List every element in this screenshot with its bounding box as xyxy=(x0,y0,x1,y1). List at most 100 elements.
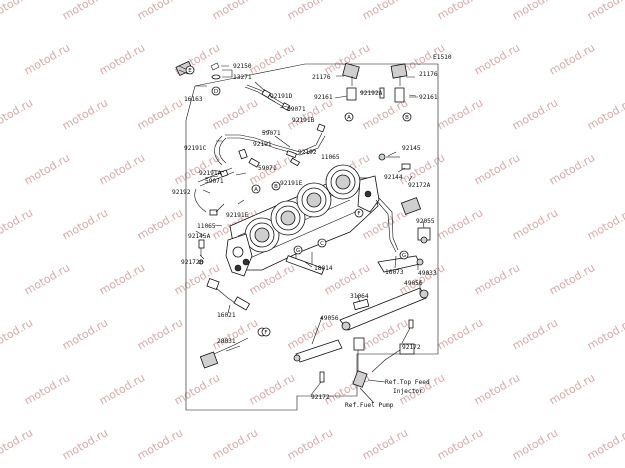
label-28031: 28031 xyxy=(217,338,236,345)
watermark-text: motod.ru xyxy=(585,0,625,23)
watermark-text: motod.ru xyxy=(135,316,185,352)
watermark-text: motod.ru xyxy=(510,316,560,352)
watermark-text: motod.ru xyxy=(172,371,222,407)
callout-letters: D A B A B F G C F G E xyxy=(185,65,412,337)
watermark-text: motod.ru xyxy=(585,206,625,242)
label-92161-b: 92161 xyxy=(419,94,438,101)
assembly-frame xyxy=(185,63,439,411)
screw-92172b xyxy=(198,239,205,249)
watermark-text: motod.ru xyxy=(210,316,260,352)
label-21176-a: 21176 xyxy=(312,74,331,81)
watermark-text: motod.ru xyxy=(247,41,297,77)
callout-f-mid: F xyxy=(357,211,360,217)
ref-top-feed: Ref.Top Feed xyxy=(385,379,430,386)
label-92191d: 92191D xyxy=(270,93,293,100)
label-59071-c: 59071 xyxy=(258,165,277,172)
label-21176-b: 21176 xyxy=(419,71,438,78)
watermark-text: motod.ru xyxy=(60,426,110,462)
watermark-text: motod.ru xyxy=(97,151,147,187)
sensor-21176-a xyxy=(342,62,360,101)
callout-e-top: E xyxy=(188,68,192,74)
clamp-92191d xyxy=(261,89,272,99)
watermark-text: motod.ru xyxy=(135,96,185,132)
throttle-bore-2 xyxy=(270,200,306,236)
label-16163: 16163 xyxy=(184,96,203,103)
label-92191a: 92191A xyxy=(199,170,222,177)
diagram-code: E1510 xyxy=(433,54,452,61)
bolt-92192a xyxy=(379,87,385,99)
callout-d-top: D xyxy=(214,89,218,95)
watermark-text: motod.ru xyxy=(135,206,185,242)
watermark-text: motod.ru xyxy=(210,0,260,23)
watermark-text: motod.ru xyxy=(472,371,522,407)
sensor-21176-b xyxy=(390,63,408,103)
sensor-16021 xyxy=(206,278,251,311)
injector-31064 xyxy=(352,298,370,311)
label-92145a: 92145A xyxy=(188,233,211,240)
watermark-text: motod.ru xyxy=(547,41,597,77)
watermark-text: motod.ru xyxy=(0,96,35,132)
watermark-text: motod.ru xyxy=(360,0,410,23)
watermark-text: motod.ru xyxy=(0,0,35,23)
watermark-text: motod.ru xyxy=(97,261,147,297)
label-92172-a: 92172 xyxy=(402,344,421,351)
watermark-text: motod.ru xyxy=(435,426,485,462)
label-92191e-b: 92191E xyxy=(226,212,249,219)
watermark-text: motod.ru xyxy=(60,0,110,23)
watermark-text: motod.ru xyxy=(0,206,35,242)
callout-b-top: B xyxy=(405,115,409,121)
hose-59071-c xyxy=(214,135,223,166)
watermark-text: motod.ru xyxy=(135,426,185,462)
label-92055: 92055 xyxy=(416,218,435,225)
watermark-text: motod.ru xyxy=(585,316,625,352)
watermark-text: motod.ru xyxy=(285,426,335,462)
rail-18014 xyxy=(285,248,325,275)
watermark-text: motod.ru xyxy=(172,261,222,297)
watermark-text: motod.ru xyxy=(547,151,597,187)
part-13271 xyxy=(211,74,221,80)
callout-b-mid: B xyxy=(274,184,278,190)
bolt-92145 xyxy=(378,153,400,161)
watermark-text: motod.ru xyxy=(22,371,72,407)
label-11065-a: 11065 xyxy=(321,154,340,161)
label-49056-b: 49056 xyxy=(320,315,339,322)
label-92144: 92144 xyxy=(384,174,403,181)
callout-g-right: G xyxy=(402,253,406,259)
watermark-text: motod.ru xyxy=(360,426,410,462)
label-92192a: 92192A xyxy=(360,90,383,97)
label-92172-b: 92172 xyxy=(311,394,330,401)
label-59071-d: 59071 xyxy=(205,178,224,185)
ref-injector: Injector xyxy=(393,388,423,395)
throttle-bore-3 xyxy=(296,182,332,218)
label-49056-a: 49056 xyxy=(404,280,423,287)
watermark-text: motod.ru xyxy=(472,151,522,187)
callout-a-mid: A xyxy=(254,187,258,193)
watermark-text: motod.ru xyxy=(547,261,597,297)
watermark-text: motod.ru xyxy=(510,0,560,23)
watermark-text: motod.ru xyxy=(510,206,560,242)
watermark-text: motod.ru xyxy=(435,206,485,242)
watermark-text: motod.ru xyxy=(547,371,597,407)
watermark-text: motod.ru xyxy=(135,0,185,23)
watermark-text: motod.ru xyxy=(22,261,72,297)
watermark-text: motod.ru xyxy=(472,41,522,77)
watermark-text: motod.ru xyxy=(585,426,625,462)
watermark-text: motod.ru xyxy=(0,426,35,462)
label-92145: 92145 xyxy=(402,145,421,152)
throttle-bore-4 xyxy=(325,164,361,200)
label-92192-b: 92192 xyxy=(172,189,191,196)
watermark-text: motod.ru xyxy=(510,426,560,462)
watermark-text: motod.ru xyxy=(60,96,110,132)
label-92191: 92191 xyxy=(253,141,272,148)
sensor-92055 xyxy=(417,227,431,244)
watermark-text: motod.ru xyxy=(22,41,72,77)
part-number-labels: 92150 13271 16163 92191D 59071 92191B 59… xyxy=(172,63,438,401)
injector-lower xyxy=(352,337,415,388)
callout-c-mid: C xyxy=(320,241,324,247)
throttle-body-assembly xyxy=(225,164,380,277)
watermark-text: motod.ru xyxy=(435,316,485,352)
label-92192-a: 92192 xyxy=(298,149,317,156)
label-16073: 16073 xyxy=(385,269,404,276)
label-11065-b: 11065 xyxy=(197,223,216,230)
fuel-rail-main xyxy=(339,287,429,331)
